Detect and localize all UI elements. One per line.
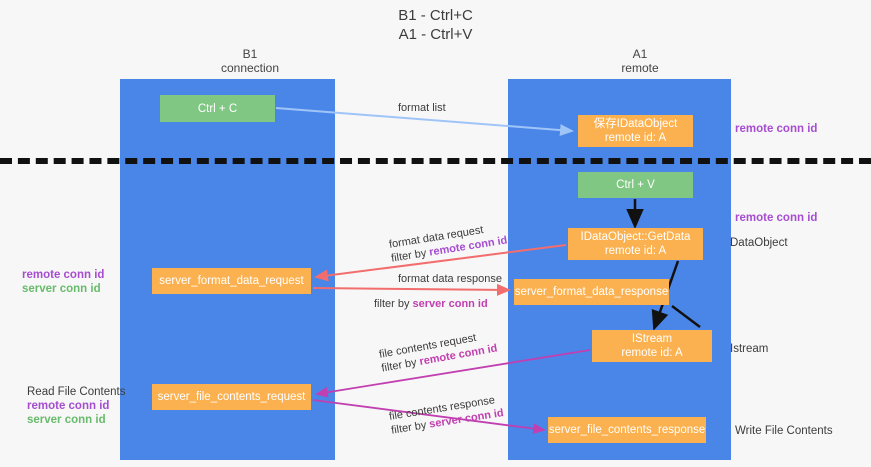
lane-header-b1: B1 connection [150,47,350,75]
node-ctrl-c[interactable]: Ctrl + C [160,95,275,122]
node-idataobject-getdata-label: IDataObject::GetData [580,231,691,243]
annotation-left-server-conn-id: server conn id [22,283,101,295]
edge-file-contents-response [312,399,546,434]
edge-label-format-data-response-text: format data response [398,273,502,285]
node-save-idataobject-label: 保存IDataObject [593,118,678,130]
edge-format-list [275,107,574,137]
edge-label-format-list: format list [398,101,446,115]
node-server-format-data-request-label: server_format_data_request [159,275,304,287]
annotation-write-file-contents: Write File Contents [735,425,833,437]
node-istream-label: IStream [631,333,673,345]
annotation-istream: Istream [730,343,769,355]
edge-response-istream [671,305,701,328]
annotation-remote-conn-id-mid: remote conn id [735,212,818,224]
lane-header-a1-name: A1 [632,47,648,61]
node-server-file-contents-response[interactable]: server_file_contents_response [548,417,706,443]
annotation-left-remote-conn-id: remote conn id [22,269,105,281]
node-server-format-data-response[interactable]: server_format_data_response [514,279,669,305]
node-idataobject-getdata[interactable]: IDataObject::GetData remote id: A [568,228,703,260]
title-line-2: A1 - Ctrl+V [398,26,473,43]
phase-divider [0,158,871,164]
node-server-file-contents-request-label: server_file_contents_request [157,391,306,403]
node-istream[interactable]: IStream remote id: A [592,330,712,362]
node-ctrl-v[interactable]: Ctrl + V [578,172,693,198]
node-server-format-data-request[interactable]: server_format_data_request [152,268,311,294]
annotation-remote-conn-id-top: remote conn id [735,123,818,135]
annotation-read-file-contents-group: Read File Contents remote conn id server… [27,385,125,427]
node-idataobject-getdata-sub: remote id: A [604,245,667,257]
annotation-dataobject: DataObject [730,237,788,249]
lane-header-b1-role: connection [220,61,280,75]
lane-header-b1-name: B1 [242,47,258,61]
edge-file-contents-request [315,349,591,398]
annotation-read-file-contents: Read File Contents [27,386,126,398]
edge-label-format-data-response: format data response [398,272,502,286]
node-server-format-data-response-label: server_format_data_response [514,286,669,298]
node-ctrl-v-label: Ctrl + V [616,179,655,191]
annotation-left-conn-ids: remote conn id server conn id [22,268,104,296]
filter-prefix: filter by [374,298,413,310]
lane-header-a1: A1 remote [540,47,740,75]
node-server-file-contents-response-label: server_file_contents_response [548,424,706,436]
page-title: B1 - Ctrl+C A1 - Ctrl+V [0,6,871,44]
node-save-idataobject-sub: remote id: A [604,132,667,144]
annotation-left-server-conn-id-2: server conn id [27,414,106,426]
node-save-idataobject[interactable]: 保存IDataObject remote id: A [578,115,693,147]
edge-format-data-response [312,283,511,296]
edge-format-data-request [314,244,567,282]
edge-label-format-list-text: format list [398,102,446,114]
lane-header-a1-role: remote [621,61,659,75]
edge-label-format-data-response-filter: filter by server conn id [374,297,488,311]
node-istream-sub: remote id: A [621,347,683,359]
filter-key-server-conn-id: server conn id [412,298,488,310]
annotation-left-remote-conn-id-2: remote conn id [27,400,110,412]
node-ctrl-c-label: Ctrl + C [197,102,238,115]
title-line-1: B1 - Ctrl+C [398,7,473,24]
node-server-file-contents-request[interactable]: server_file_contents_request [152,384,311,410]
